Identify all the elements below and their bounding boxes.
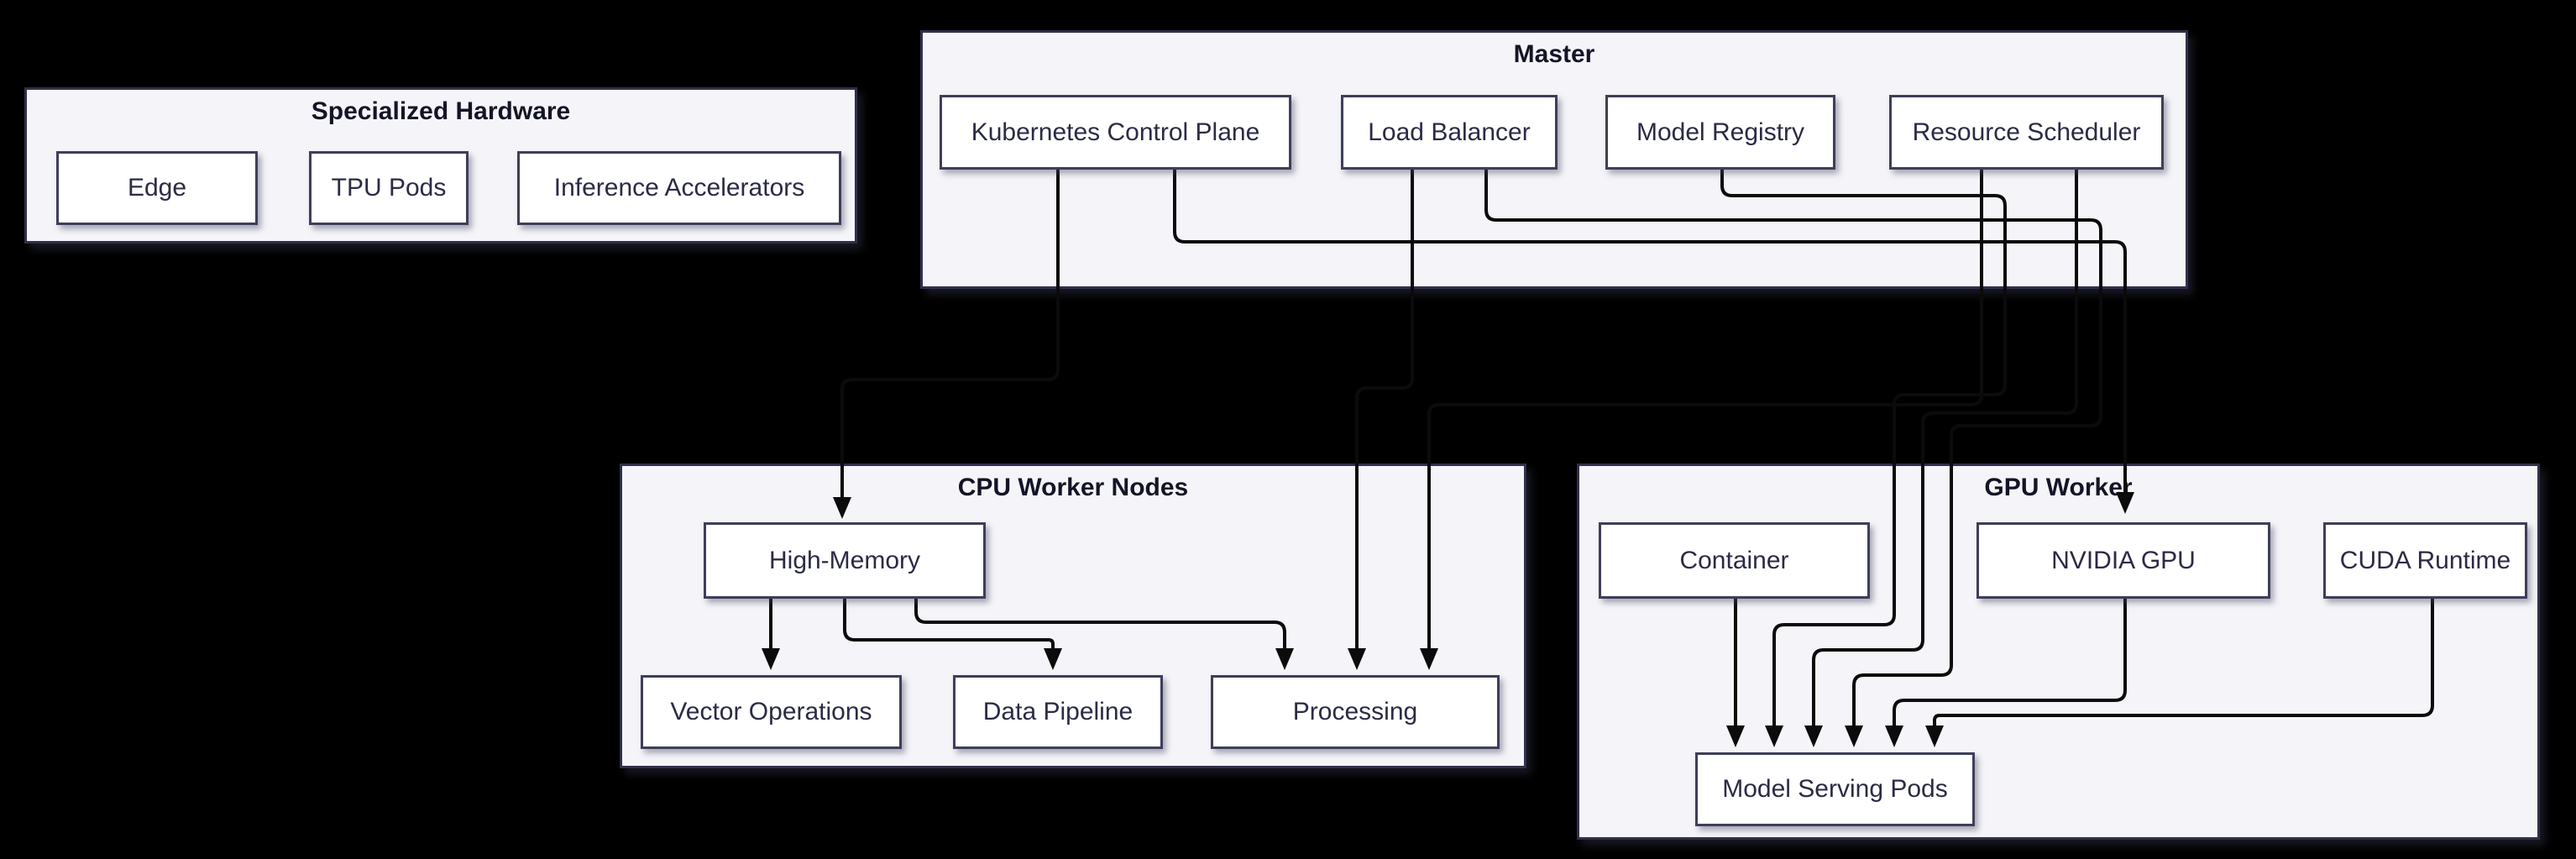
- arrowhead-load-balancer-to-model-serving-pods: [1845, 725, 1863, 747]
- edge-nvidia-gpu-to-model-serving-pods: [1893, 597, 2127, 725]
- node-vector-operations: Vector Operations: [641, 675, 902, 749]
- node-label-edge: Edge: [127, 174, 187, 202]
- node-label-vector-operations: Vector Operations: [670, 698, 872, 725]
- arrowhead-model-registry-to-model-serving-pods: [1765, 725, 1783, 747]
- node-resource-scheduler: Resource Scheduler: [1889, 95, 2164, 170]
- node-nvidia-gpu: NVIDIA GPU: [1977, 522, 2270, 599]
- edge-resource-scheduler-to-processing: [1427, 168, 1983, 648]
- node-edge: Edge: [56, 151, 258, 225]
- edge-model-registry-to-model-serving-pods: [1720, 168, 2007, 725]
- node-kubernetes-control-plane: Kubernetes Control Plane: [940, 95, 1291, 170]
- arrowhead-load-balancer-to-processing: [1348, 648, 1366, 670]
- edge-load-balancer-to-model-serving-pods: [1484, 168, 2102, 725]
- edge-high-memory-to-data-pipeline: [843, 597, 1055, 648]
- arrowhead-nvidia-gpu-to-model-serving-pods: [1885, 725, 1903, 747]
- node-label-model-serving-pods: Model Serving Pods: [1722, 775, 1948, 803]
- node-label-data-pipeline: Data Pipeline: [982, 698, 1134, 725]
- node-label-container: Container: [1679, 546, 1789, 574]
- node-label-nvidia-gpu: NVIDIA GPU: [2051, 546, 2196, 574]
- node-processing: Processing: [1211, 675, 1500, 749]
- node-model-serving-pods: Model Serving Pods: [1695, 752, 1975, 826]
- node-label-kubernetes-control-plane: Kubernetes Control Plane: [971, 118, 1260, 146]
- edge-cuda-runtime-to-model-serving-pods: [1933, 597, 2434, 725]
- node-load-balancer: Load Balancer: [1341, 95, 1558, 170]
- edge-kubernetes-control-plane-to-high-memory: [840, 168, 1060, 497]
- node-label-high-memory: High-Memory: [768, 546, 921, 574]
- arrowhead-cuda-runtime-to-model-serving-pods: [1925, 725, 1944, 747]
- node-label-load-balancer: Load Balancer: [1368, 118, 1531, 146]
- arrowhead-kubernetes-control-plane-to-nvidia-gpu: [2116, 492, 2134, 514]
- node-container: Container: [1599, 522, 1870, 599]
- node-inference-accelerators: Inference Accelerators: [517, 151, 841, 225]
- node-high-memory: High-Memory: [704, 522, 986, 599]
- node-label-tpu-pods: TPU Pods: [331, 174, 447, 202]
- arrowhead-high-memory-to-data-pipeline: [1044, 648, 1062, 670]
- node-model-registry: Model Registry: [1605, 95, 1835, 170]
- arrowhead-resource-scheduler-to-processing: [1420, 648, 1438, 670]
- node-label-inference-accelerators: Inference Accelerators: [553, 174, 805, 202]
- node-label-cuda-runtime: CUDA Runtime: [2339, 546, 2511, 574]
- arrowhead-resource-scheduler-to-model-serving-pods: [1804, 725, 1823, 747]
- node-label-model-registry: Model Registry: [1636, 118, 1805, 146]
- node-label-resource-scheduler: Resource Scheduler: [1912, 118, 2141, 146]
- node-data-pipeline: Data Pipeline: [953, 675, 1163, 749]
- arrowhead-high-memory-to-processing: [1275, 648, 1294, 670]
- edge-resource-scheduler-to-model-serving-pods: [1812, 168, 2078, 725]
- arrowhead-kubernetes-control-plane-to-high-memory: [833, 497, 851, 519]
- node-tpu-pods: TPU Pods: [309, 151, 469, 225]
- node-label-processing: Processing: [1292, 698, 1418, 725]
- arrowhead-high-memory-to-vector-operations: [762, 648, 780, 670]
- node-cuda-runtime: CUDA Runtime: [2323, 522, 2527, 599]
- edge-high-memory-to-processing: [914, 597, 1286, 648]
- edge-load-balancer-to-processing: [1355, 168, 1414, 648]
- arrowhead-container-to-model-serving-pods: [1726, 725, 1745, 747]
- edge-kubernetes-control-plane-to-nvidia-gpu: [1173, 168, 2127, 492]
